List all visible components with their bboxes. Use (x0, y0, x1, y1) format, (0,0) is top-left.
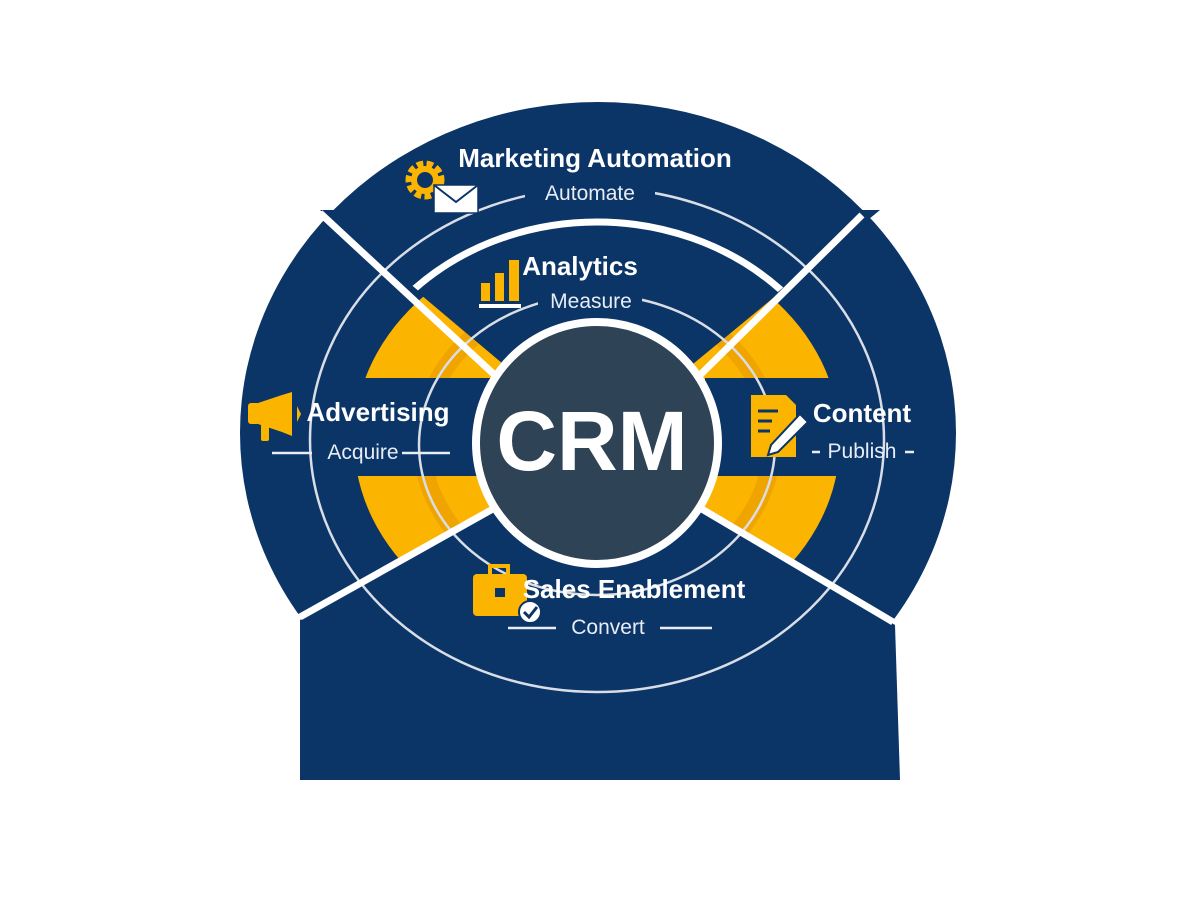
dividers (298, 210, 895, 626)
segment-sales-enablement: Sales Enablement Convert (473, 564, 746, 639)
marketing-automation-title: Marketing Automation (458, 143, 731, 173)
content-title: Content (813, 398, 912, 428)
label-gap (555, 610, 665, 638)
label-gap (538, 287, 642, 313)
advertising-subtitle: Acquire (327, 441, 398, 464)
analytics-subtitle: Measure (550, 290, 632, 313)
segment-marketing-automation: Marketing Automation Automate (405, 143, 732, 214)
content-subtitle: Publish (828, 440, 897, 463)
advertising-title: Advertising (306, 397, 449, 427)
segment-content: Content Publish (751, 395, 914, 463)
crm-label: CRM (496, 394, 687, 488)
left-band (340, 378, 490, 476)
megaphone-icon (248, 392, 301, 441)
gear-envelope-icon (405, 160, 479, 214)
marketing-automation-subtitle: Automate (545, 182, 635, 205)
briefcase-check-icon (473, 564, 542, 624)
inner-ring-border (335, 218, 859, 443)
document-pencil-icon (751, 395, 810, 457)
crm-center (472, 318, 722, 568)
bar-chart-icon (479, 260, 521, 308)
sales-enablement-subtitle: Convert (571, 616, 645, 639)
label-gap (525, 178, 655, 206)
sales-enablement-title: Sales Enablement (523, 574, 746, 604)
analytics-title: Analytics (522, 251, 638, 281)
segment-advertising: Advertising Acquire (248, 392, 450, 464)
segment-analytics: Analytics Measure (479, 251, 642, 313)
